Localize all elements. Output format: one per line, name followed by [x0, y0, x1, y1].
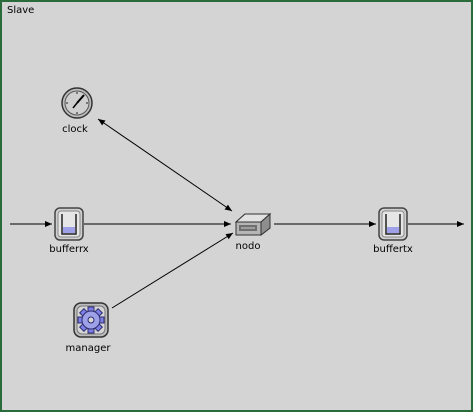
node-clock[interactable]: clock	[60, 86, 94, 135]
connection-clock-nodo[interactable]	[97, 118, 233, 212]
module-title: Slave	[7, 5, 35, 16]
node-label-bufferrx: bufferrx	[49, 244, 89, 255]
node-manager[interactable]: manager	[66, 302, 110, 354]
connection-manager-nodo[interactable]	[111, 232, 234, 309]
node-label-buffertx: buffertx	[373, 244, 413, 255]
node-label-manager: manager	[65, 343, 111, 354]
node-buffertx[interactable]: buffertx	[373, 207, 413, 255]
router-icon	[234, 212, 272, 237]
clock-icon	[61, 87, 93, 119]
queue-icon	[378, 207, 408, 241]
node-bufferrx[interactable]: bufferrx	[49, 207, 89, 255]
node-nodo[interactable]: nodo	[233, 210, 273, 252]
node-label-nodo: nodo	[235, 241, 261, 252]
node-label-clock: clock	[62, 124, 88, 135]
queue-icon	[54, 207, 84, 241]
gear-icon	[73, 302, 109, 338]
